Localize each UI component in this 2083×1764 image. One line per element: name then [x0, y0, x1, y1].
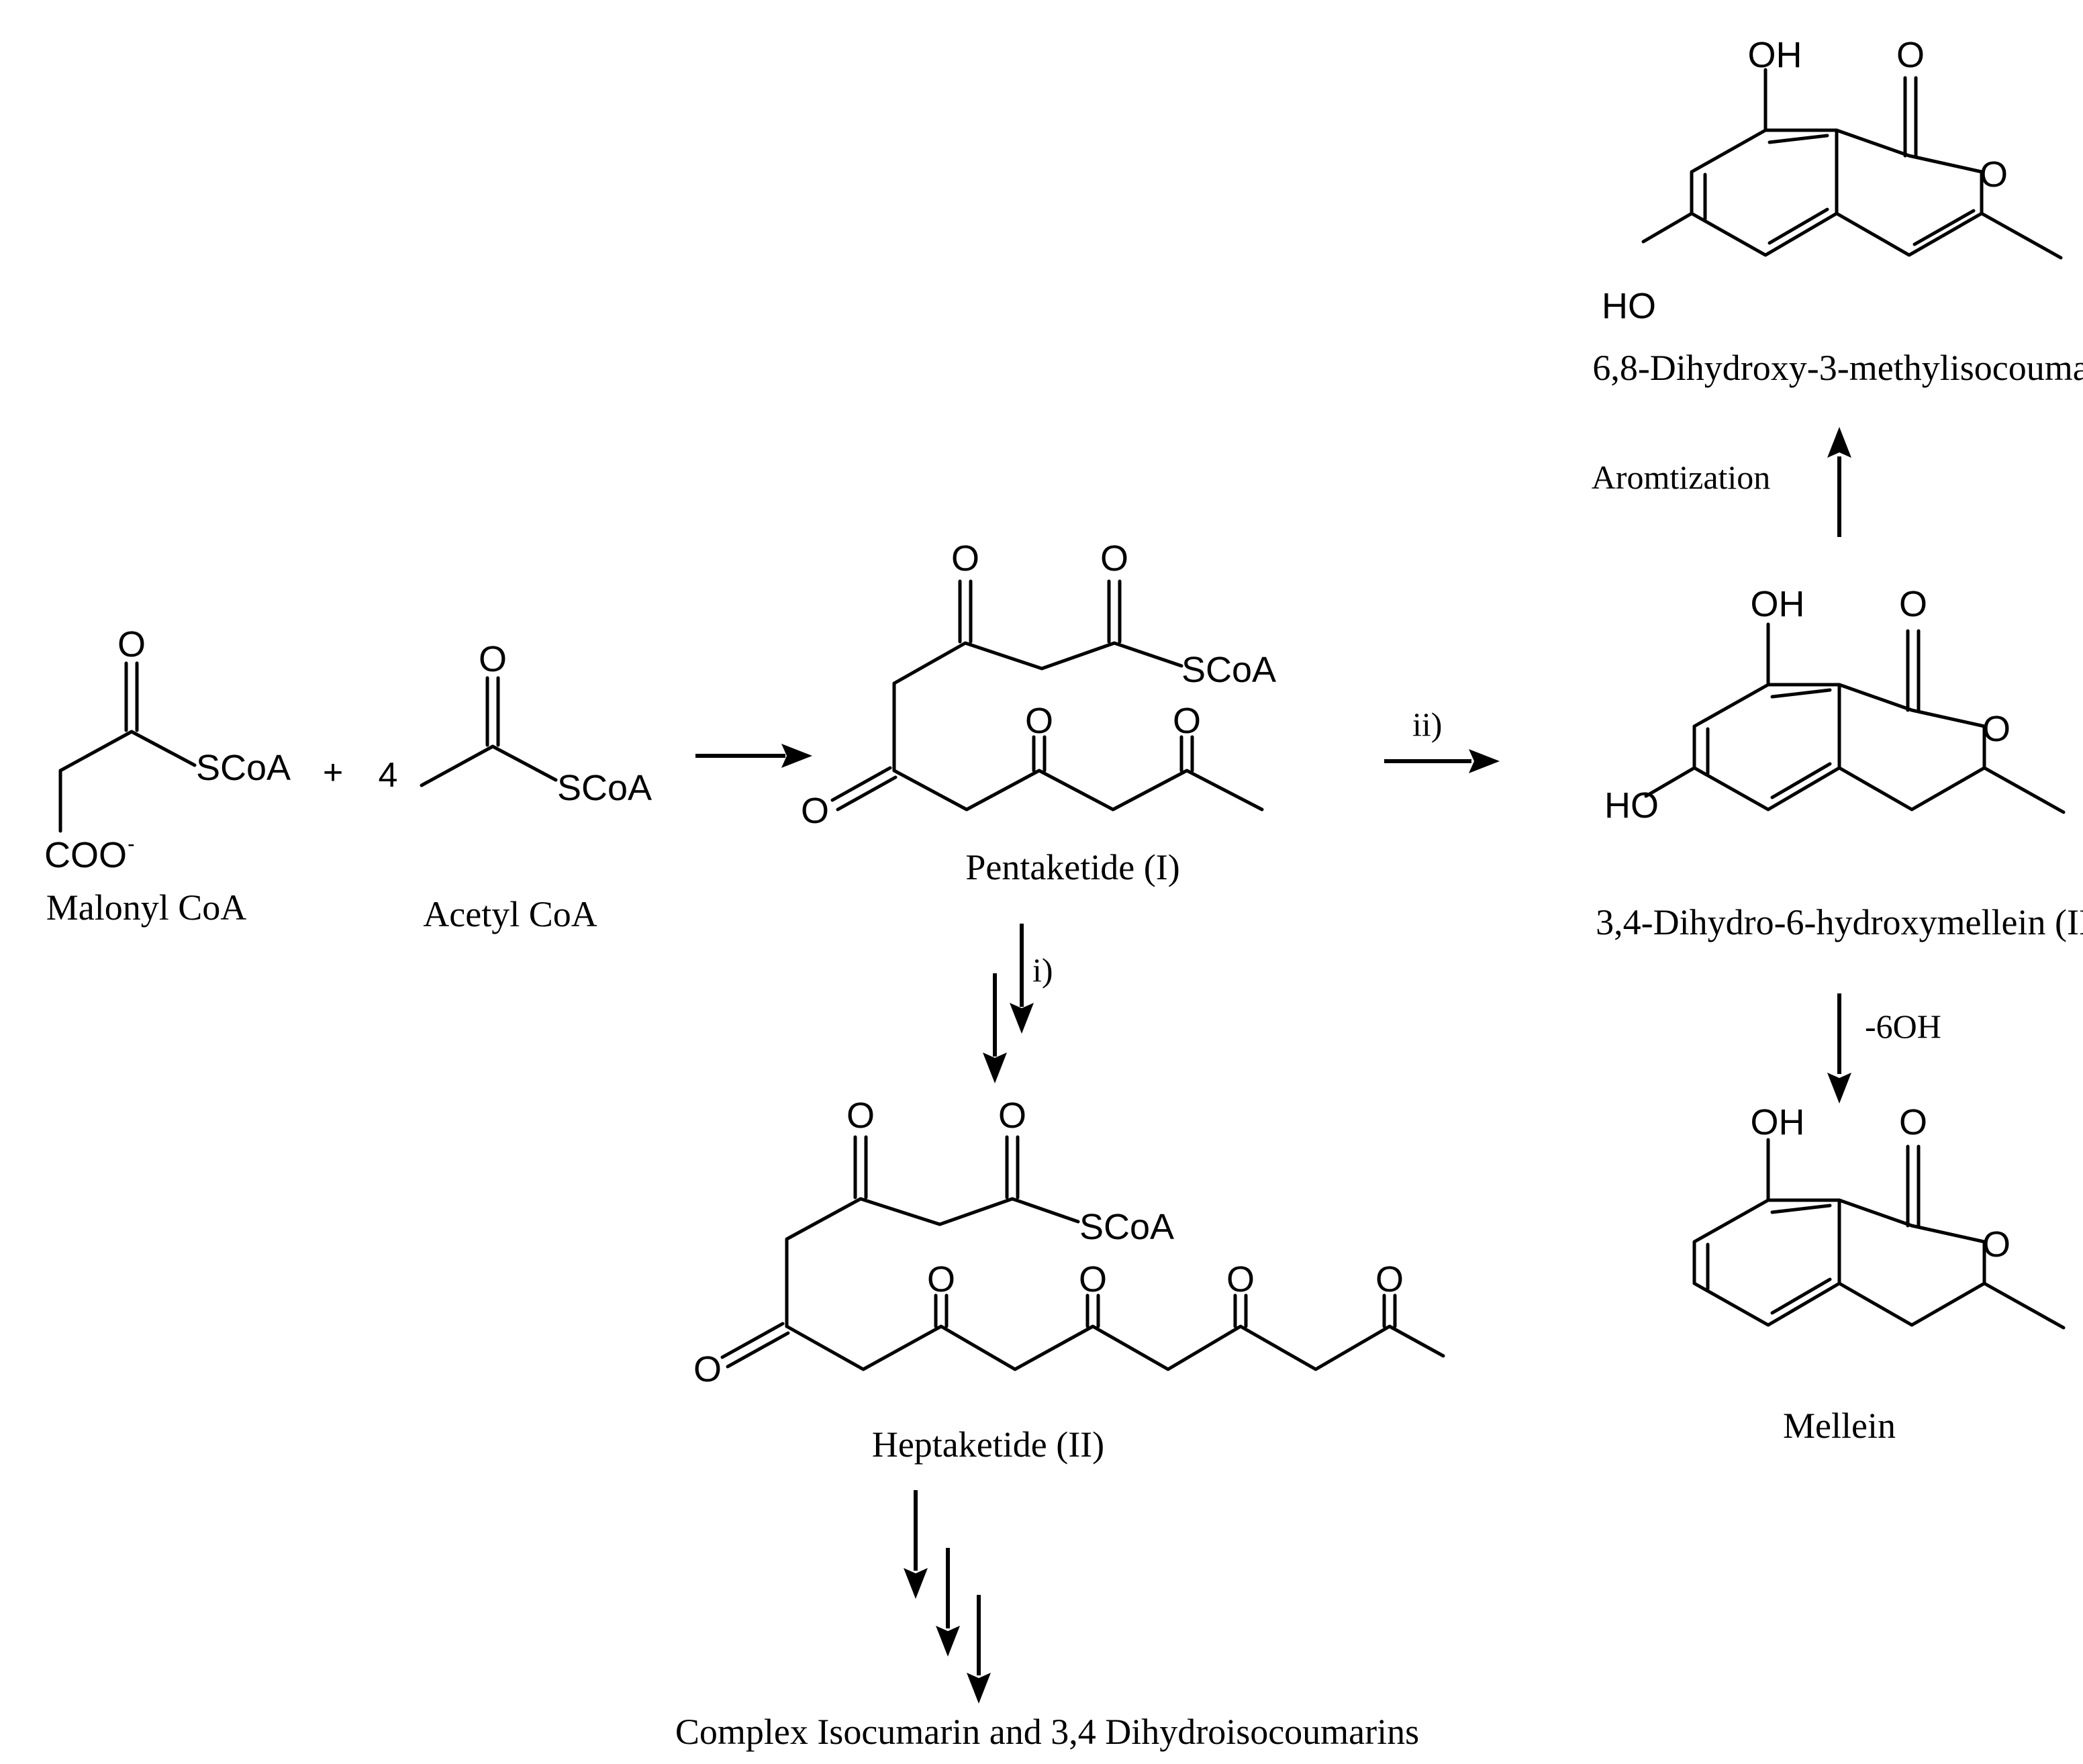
oxygen-label: O [1375, 1259, 1404, 1300]
oxygen-label: O [1025, 701, 1053, 741]
condition-ii-label: ii) [1412, 705, 1442, 743]
mellein-caption: Mellein [1783, 1406, 1896, 1446]
scoa-label: SCoA [1181, 650, 1276, 690]
scoa-label: SCoA [196, 748, 291, 788]
complex-products-caption: Complex Isocumarin and 3,4 Dihydroisocou… [675, 1712, 1419, 1752]
oxygen-label: O [1079, 1259, 1107, 1300]
dehydroxylation-arrow [1827, 993, 1851, 1104]
ring-oxygen-label: O [1980, 154, 2008, 195]
dihydroxy-methylisocoumarin-structure: O O OH HO [1602, 35, 2063, 326]
condition-i-label: i) [1032, 951, 1053, 989]
carbonyl-oxygen-label: O [479, 639, 507, 679]
oxygen-label: O [693, 1349, 722, 1389]
mellein-structure: O O OH [1692, 1102, 2066, 1330]
hydroxymellein-caption: 3,4-Dihydro-6-hydroxymellein (III) [1596, 902, 2083, 942]
plus-sign: + [323, 753, 343, 792]
acetyl-coa-structure: O SCoA [420, 639, 652, 808]
negative-charge-label: - [128, 832, 135, 856]
carbonyl-oxygen-label: O [1899, 1102, 1927, 1142]
aromatization-arrow [1827, 427, 1851, 537]
hydroxymellein-structure: O O OH HO [1604, 584, 2066, 826]
carbonyl-oxygen-label: O [117, 624, 146, 665]
pentaketide-caption: Pentaketide (I) [965, 847, 1179, 887]
carbonyl-oxygen-label: O [1896, 35, 1925, 75]
hydroxyl-label: HO [1602, 286, 1656, 326]
ring-oxygen-label: O [1982, 709, 2011, 749]
scoa-label: SCoA [557, 768, 652, 808]
scoa-label: SCoA [1079, 1207, 1174, 1247]
dehydroxylation-label: -6OH [1865, 1008, 1941, 1045]
reaction-arrow-to-heptaketide [983, 924, 1034, 1083]
acetyl-coa-caption: Acetyl CoA [423, 894, 597, 934]
reaction-arrow-to-pentaketide [695, 744, 812, 768]
hydroxyl-label: HO [1604, 785, 1659, 826]
heptaketide-caption: Heptaketide (II) [872, 1424, 1104, 1465]
malonyl-coa-caption: Malonyl CoA [46, 887, 247, 928]
carboxylate-label: COO [44, 835, 127, 875]
oxygen-label: O [951, 538, 979, 579]
aromatization-label: Aromtization [1592, 458, 1771, 496]
hydroxyl-label: OH [1751, 1102, 1805, 1142]
oxygen-label: O [846, 1095, 875, 1136]
carbonyl-oxygen-label: O [1899, 584, 1927, 624]
reaction-arrow-to-hydroxymellein [1384, 749, 1500, 773]
oxygen-label: O [801, 791, 829, 831]
stoichiometry-label: 4 [379, 756, 398, 795]
hydroxyl-label: OH [1751, 584, 1805, 624]
heptaketide-structure: O O SCoA O O O O O [693, 1095, 1445, 1389]
reaction-arrows-to-complex-products [904, 1490, 991, 1704]
pentaketide-structure: O O SCoA O O O [801, 538, 1276, 831]
oxygen-label: O [1100, 538, 1128, 579]
ring-oxygen-label: O [1982, 1224, 2011, 1265]
oxygen-label: O [998, 1095, 1026, 1136]
oxygen-label: O [927, 1259, 955, 1300]
malonyl-coa-structure: O SCoA COO - [44, 624, 291, 875]
oxygen-label: O [1226, 1259, 1255, 1300]
hydroxyl-label: OH [1748, 35, 1802, 75]
oxygen-label: O [1173, 701, 1201, 741]
dihydroxy-methylisocoumarin-caption: 6,8-Dihydroxy-3-methylisocoumarin [1592, 348, 2083, 388]
